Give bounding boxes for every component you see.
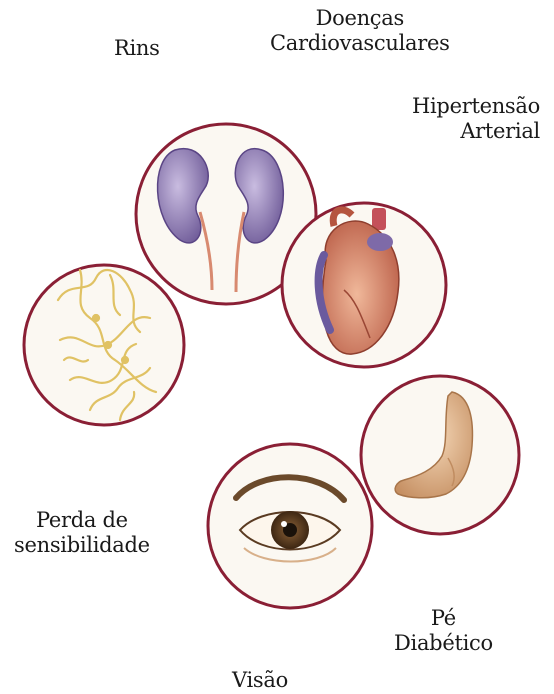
label-pe-diabetico: Pé Diabético [394, 606, 493, 656]
label-doencas-cardiovasculares: Doenças Cardiovasculares [270, 6, 450, 56]
label-perda-de-sensibilidade: Perda de sensibilidade [14, 508, 150, 558]
nerve-circle [24, 265, 184, 425]
label-visao: Visão [232, 668, 288, 693]
eye-circle [208, 444, 372, 608]
label-hipertensao-arterial: Hipertensão Arterial [412, 94, 540, 144]
foot-circle [361, 376, 519, 534]
heart-circle [282, 203, 446, 367]
label-rins: Rins [114, 36, 160, 61]
